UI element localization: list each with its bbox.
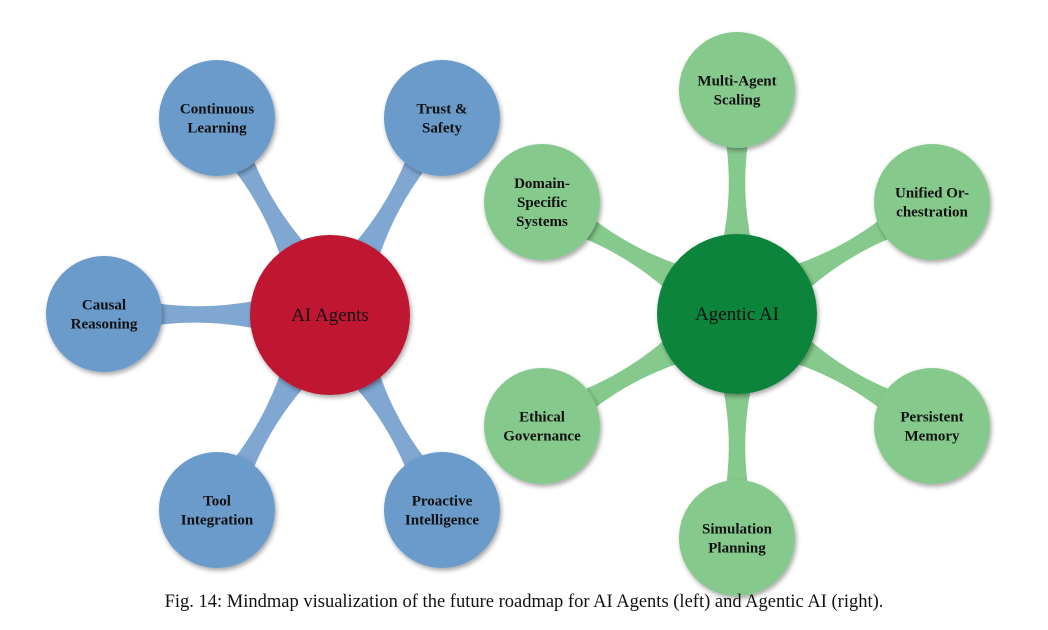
links-layer	[155, 142, 893, 486]
trust-safety-label-line: Trust &	[417, 102, 468, 118]
persistent-memory-label-line: Memory	[905, 429, 960, 445]
persistent-memory-label-line: Persistent	[900, 410, 963, 426]
proactive-intelligence-label-line: Intelligence	[405, 513, 479, 529]
ai-agents-center-label: AI Agents	[291, 305, 369, 326]
unified-orchestration-circle	[874, 144, 990, 260]
node-unified-orchestration: Unified Or-chestration	[874, 144, 990, 260]
figure-caption: Fig. 14: Mindmap visualization of the fu…	[164, 592, 884, 612]
ai-agents-link-continuous-learning	[233, 157, 306, 258]
ai-agents-link-proactive-intelligence	[354, 372, 426, 471]
agentic-ai-link-domain-specific-systems	[581, 218, 680, 290]
causal-reasoning-circle	[46, 256, 162, 372]
persistent-memory-circle	[874, 368, 990, 484]
agentic-ai-link-unified-orchestration	[794, 218, 893, 290]
tool-integration-circle	[159, 452, 275, 568]
ethical-governance-label-line: Ethical	[519, 410, 565, 426]
simulation-planning-label-line: Planning	[708, 541, 766, 557]
trust-safety-circle	[384, 60, 500, 176]
multi-agent-scaling-label-line: Multi-Agent	[697, 74, 776, 90]
domain-specific-systems-label-line: Specific	[517, 195, 567, 211]
causal-reasoning-label-line: Reasoning	[71, 317, 138, 333]
node-trust-safety: Trust & Safety	[384, 60, 500, 176]
causal-reasoning-label-line: Causal	[82, 298, 126, 314]
agentic-ai-link-persistent-memory	[794, 338, 893, 410]
ai-agents-link-tool-integration	[233, 372, 306, 471]
multi-agent-scaling-circle	[679, 32, 795, 148]
agentic-ai-link-multi-agent-scaling	[723, 142, 751, 240]
domain-specific-systems-label-line: Systems	[516, 214, 568, 230]
agentic-ai-link-simulation-planning	[723, 388, 751, 486]
simulation-planning-circle	[679, 480, 795, 596]
ai-agents-link-causal-reasoning	[155, 300, 257, 329]
domain-specific-systems-circle	[484, 144, 600, 260]
proactive-intelligence-label-line: Proactive	[412, 494, 473, 510]
ai-agents-center-node: AI Agents	[250, 235, 410, 395]
unified-orchestration-label-line: Unified Or-	[895, 186, 969, 202]
proactive-intelligence-circle	[384, 452, 500, 568]
ethical-governance-label-line: Governance	[503, 429, 581, 445]
continuous-learning-circle	[159, 60, 275, 176]
trust-safety-label-line: Safety	[422, 121, 462, 137]
continuous-learning-label-line: Continuous	[180, 102, 254, 118]
ai-agents-center-circle	[250, 235, 410, 395]
tool-integration-label-line: Integration	[181, 513, 254, 529]
multi-agent-scaling-label-line: Scaling	[714, 93, 761, 109]
ethical-governance-circle	[484, 368, 600, 484]
continuous-learning-label-line: Learning	[187, 121, 247, 137]
unified-orchestration-label-line: chestration	[896, 205, 968, 221]
tool-integration-label-line: Tool	[203, 494, 231, 510]
domain-specific-systems-label-line: Domain-	[514, 176, 570, 192]
ai-agents-link-trust-safety	[354, 157, 426, 258]
agentic-ai-center-node: Agentic AI	[657, 234, 817, 394]
agentic-ai-link-ethical-governance	[581, 338, 680, 410]
simulation-planning-label-line: Simulation	[702, 522, 773, 538]
agentic-ai-center-circle	[657, 234, 817, 394]
agentic-ai-center-label: Agentic AI	[695, 304, 779, 325]
